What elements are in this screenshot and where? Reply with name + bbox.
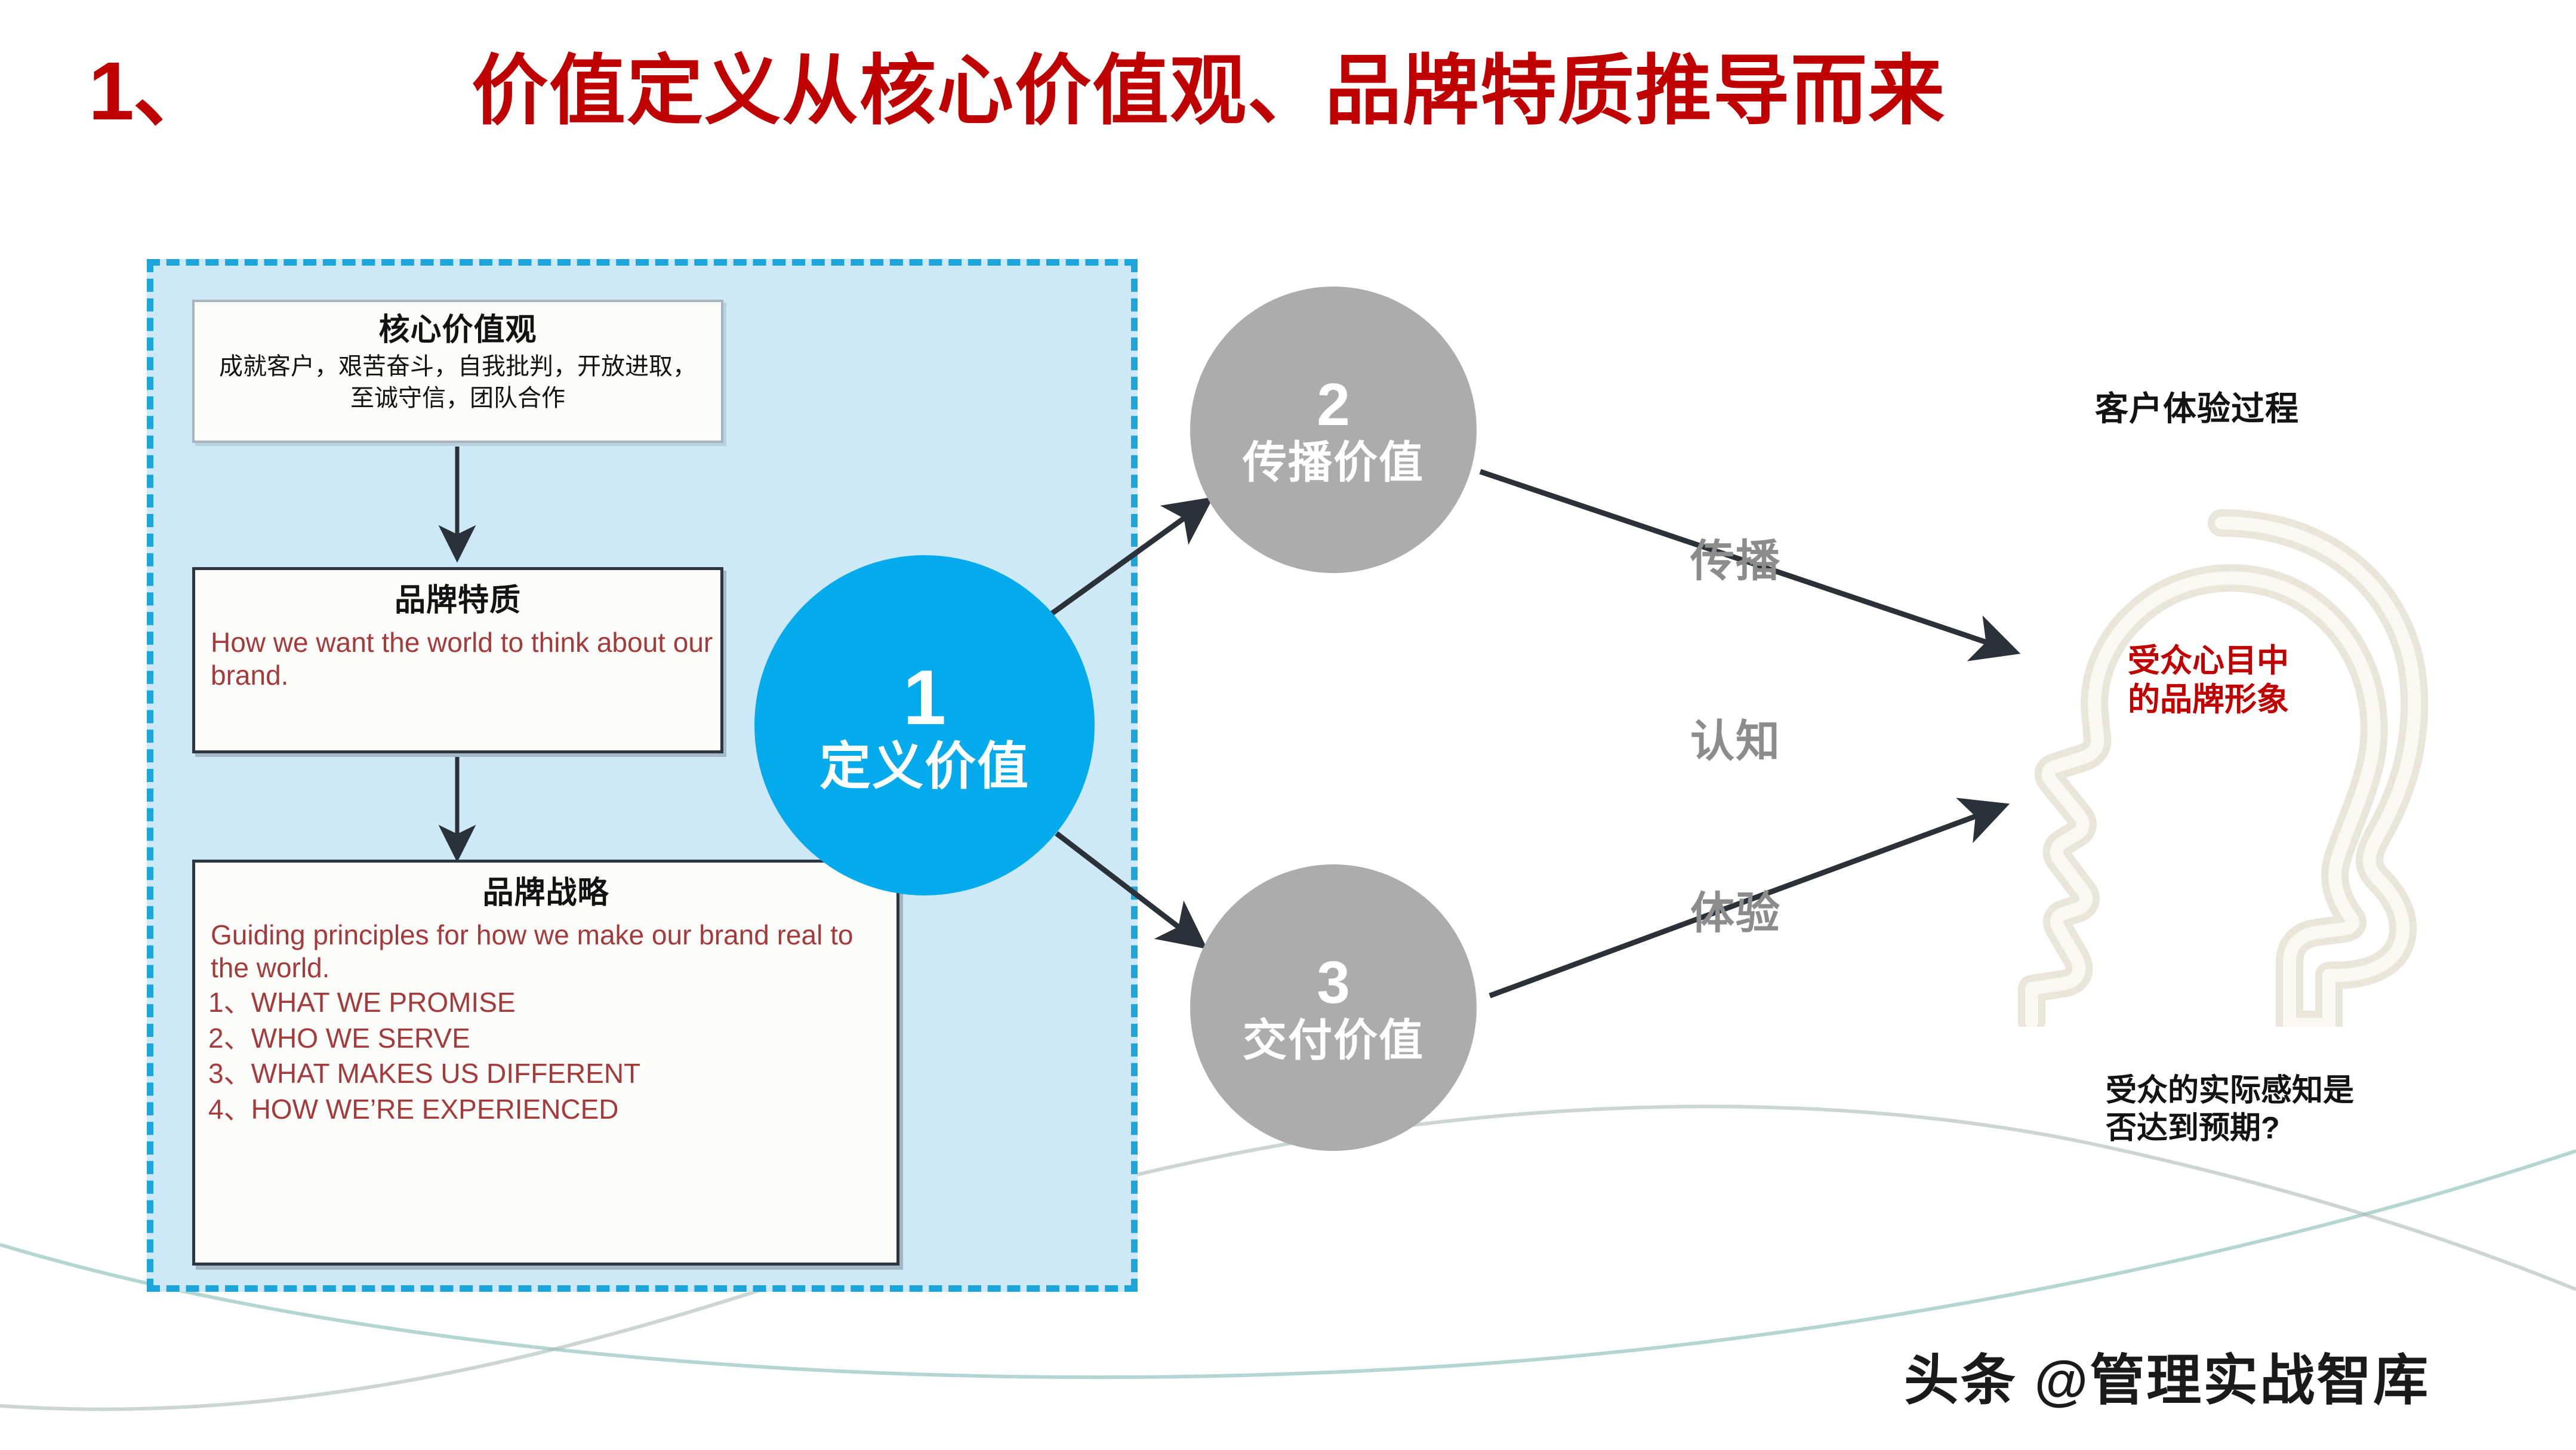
audience-perception-question: 受众的实际感知是 否达到预期?: [2106, 1072, 2354, 1148]
flow-label-spread: 传播: [1690, 536, 1781, 586]
card-core-values-title: 核心价值观: [378, 313, 537, 347]
card-brand-traits-title: 品牌特质: [394, 583, 521, 618]
card-brand-strategy: 品牌战略 Guiding principles for how we make …: [192, 860, 899, 1266]
circle-deliver-value-number: 3: [1317, 949, 1350, 1016]
circle-define-value-label: 定义价值: [819, 738, 1030, 795]
head-profile-graphic: [1988, 501, 2441, 1038]
circle-define-value[interactable]: 1 定义价值: [754, 555, 1095, 895]
circle-spread-value[interactable]: 2 传播价值: [1190, 287, 1477, 573]
circle-define-value-number: 1: [902, 654, 947, 741]
page-title: 1、 价值定义从核心价值观、品牌特质推导而来: [0, 47, 2576, 160]
perception-line-2: 否达到预期?: [2106, 1111, 2280, 1146]
title-index: 1、: [88, 45, 215, 137]
list-item: 3、WHAT MAKES US DIFFERENT: [208, 1058, 641, 1089]
title-text: 价值定义从核心价值观、品牌特质推导而来: [472, 48, 1946, 134]
watermark: 头条 @管理实战智库: [1904, 1350, 2430, 1411]
circle-deliver-value-label: 交付价值: [1243, 1015, 1424, 1065]
head-outline-icon: [2018, 509, 2429, 1038]
flow-label-cognition: 认知: [1690, 716, 1781, 766]
card-brand-strategy-title: 品牌战略: [482, 876, 609, 910]
list-item: 1、WHAT WE PROMISE: [208, 986, 516, 1018]
circle-deliver-value[interactable]: 3 交付价值: [1190, 864, 1477, 1151]
list-item: 4、HOW WE’RE EXPERIENCED: [208, 1094, 619, 1125]
circle-spread-value-number: 2: [1317, 371, 1350, 438]
card-brand-strategy-body: Guiding principles for how we make our b…: [211, 919, 853, 983]
flow-label-experience: 体验: [1690, 888, 1781, 938]
head-text-line-1: 受众心目中: [2128, 643, 2289, 679]
card-brand-traits: 品牌特质 How we want the world to think abou…: [192, 567, 723, 753]
card-core-values: 核心价值观 成就客户，艰苦奋斗，自我批判，开放进取，至诚守信，团队合作: [192, 300, 723, 443]
card-brand-strategy-list: 1、WHAT WE PROMISE 2、WHO WE SERVE 3、WHAT …: [195, 984, 896, 1128]
card-brand-traits-body: How we want the world to think about our…: [211, 627, 713, 691]
card-core-values-subtitle: 成就客户，艰苦奋斗，自我批判，开放进取，至诚守信，团队合作: [219, 353, 697, 412]
perception-line-1: 受众的实际感知是: [2106, 1073, 2355, 1108]
head-text-line-2: 的品牌形象: [2128, 681, 2289, 718]
circle-spread-value-label: 传播价值: [1243, 438, 1424, 487]
brand-image-in-audience-mind-text: 受众心目中 的品牌形象: [2128, 642, 2378, 719]
customer-experience-process-title: 客户体验过程: [2095, 390, 2299, 427]
list-item: 2、WHO WE SERVE: [208, 1022, 470, 1054]
